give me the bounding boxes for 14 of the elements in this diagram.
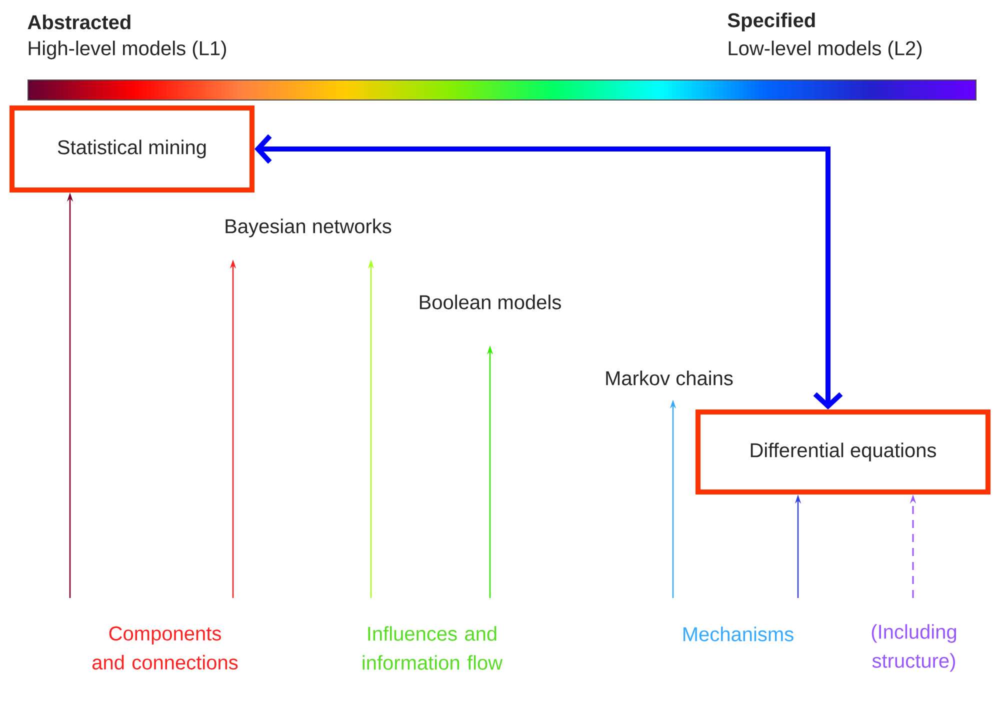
arrow	[254, 134, 843, 410]
scale-label: Specified	[728, 12, 815, 32]
model-label: Boolean models	[420, 294, 561, 310]
category-label: (Including structure)	[872, 624, 956, 672]
category-label: Influences and information flow	[362, 626, 503, 670]
category-label: Components and connections	[92, 626, 238, 670]
model-label: Markov chains	[606, 370, 733, 386]
scale-label: High-level models (L1)	[28, 40, 226, 60]
category-label: Mechanisms	[684, 626, 794, 642]
scale-label: Low-level models (L2)	[728, 40, 922, 60]
scale-label: Abstracted	[28, 14, 130, 30]
model-label: Bayesian networks	[226, 218, 392, 238]
model-box: Differential equations	[696, 410, 990, 494]
model-box: Statistical mining	[10, 106, 254, 192]
